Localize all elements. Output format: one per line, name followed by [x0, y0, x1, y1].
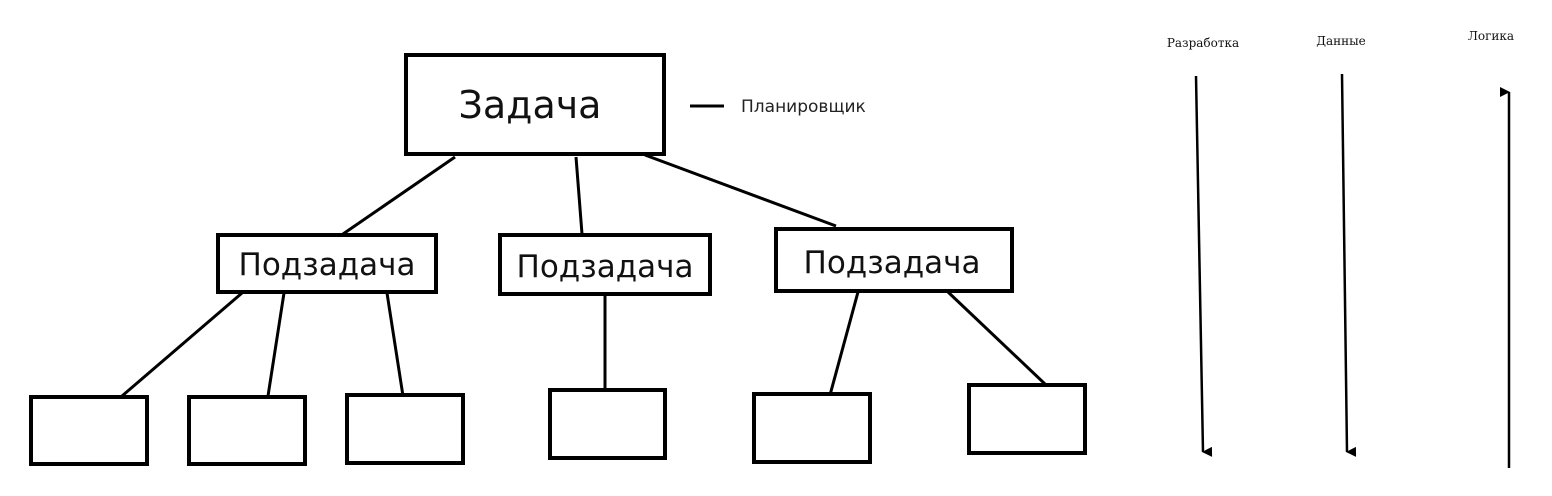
edge-subtask-1-leaf-1 — [121, 291, 243, 398]
subtask-box — [498, 233, 712, 296]
leaf-box — [187, 395, 307, 466]
flow-data: Данные — [1316, 34, 1366, 457]
edge-subtask-1-leaf-3 — [385, 292, 405, 397]
down-arrow-icon — [1340, 73, 1357, 457]
edge-subtask-3-leaf-1 — [828, 291, 860, 396]
down-arrow-icon — [1194, 75, 1213, 457]
edge-root-subtask-2 — [574, 156, 584, 235]
edge-root-subtask-1 — [342, 155, 456, 236]
root-label: Задача — [459, 83, 602, 127]
subtask-box — [774, 227, 1014, 293]
leaf-box — [29, 395, 149, 466]
subtask-node-2: Подзадача — [498, 233, 712, 296]
edge-subtask-3-leaf-2 — [946, 290, 1047, 386]
root-annotation: Планировщик — [690, 97, 866, 117]
flow-label-data: Данные — [1316, 34, 1366, 48]
subtask-label: Подзадача — [517, 249, 694, 285]
leaf-box — [967, 383, 1087, 455]
flow-label-development: Разработка — [1167, 36, 1239, 50]
subtask-label: Подзадача — [804, 245, 981, 281]
root-node: Задача — [404, 53, 666, 156]
edge-root-subtask-3 — [644, 153, 837, 228]
edge-subtask-1-leaf-2 — [266, 292, 286, 397]
flow-logic: Логика — [1468, 29, 1514, 468]
root-box — [404, 53, 666, 156]
leaf-nodes — [29, 383, 1087, 466]
subtask-node-1: Подзадача — [216, 233, 438, 294]
leaf-box — [548, 388, 667, 460]
flow-label-logic: Логика — [1468, 29, 1514, 43]
subtask-box — [216, 233, 438, 294]
leaf-box — [345, 393, 465, 465]
subtask-label: Подзадача — [239, 247, 416, 283]
annotation-label: Планировщик — [741, 97, 866, 117]
leaf-box — [752, 392, 872, 464]
subtask-node-3: Подзадача — [774, 227, 1014, 293]
flow-development: Разработка — [1167, 36, 1239, 457]
leaf-edges — [121, 290, 1047, 398]
root-edges — [342, 153, 837, 236]
